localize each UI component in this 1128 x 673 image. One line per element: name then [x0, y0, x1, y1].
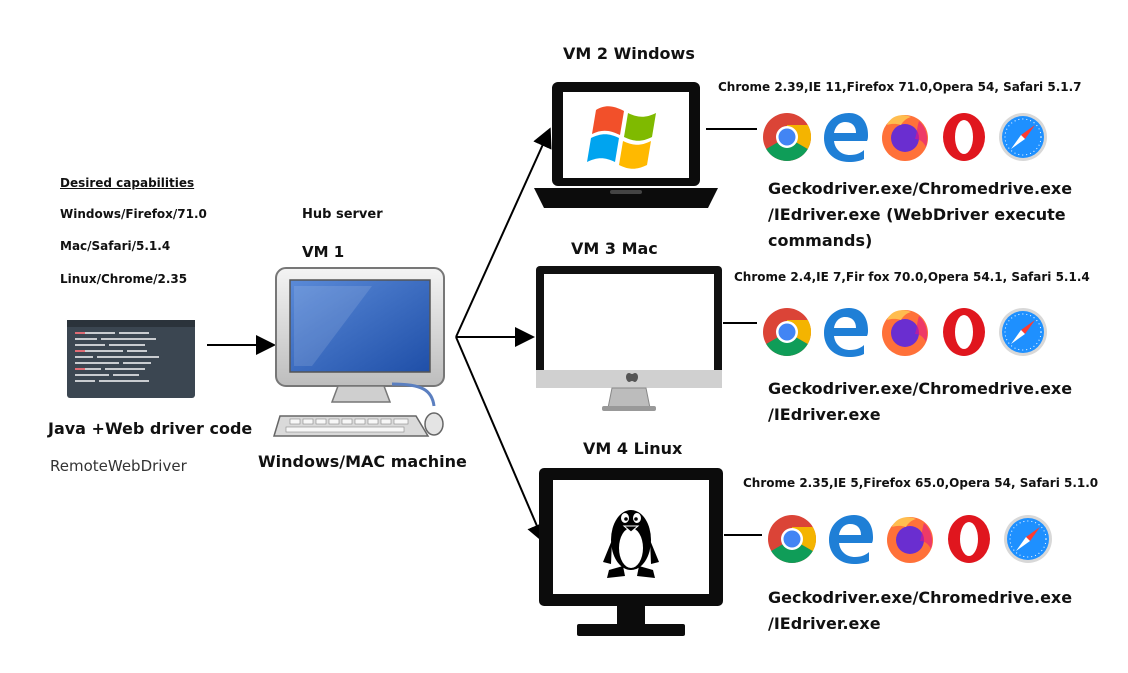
linux-monitor-icon: [539, 468, 723, 636]
browser-row-vm2: [761, 111, 1049, 163]
opera-icon: [943, 308, 985, 356]
driver-line: Geckodriver.exe/Chromedrive.exe: [768, 588, 1073, 607]
driver-line: commands): [768, 231, 873, 250]
imac-icon: [536, 266, 722, 411]
browser-row-vm3: [761, 306, 1049, 358]
ie-edge-icon: [824, 308, 868, 357]
node-versions-vm2: Chrome 2.39,IE 11,Firefox 71.0,Opera 54,…: [718, 80, 1082, 94]
code-editor-icon: [67, 320, 195, 398]
capabilities-heading: Desired capabilities: [60, 176, 195, 190]
arrow-hub-to-vm4: [455, 336, 546, 544]
safari-icon: [999, 113, 1047, 161]
node-title-vm3: VM 3 Mac: [571, 239, 658, 258]
node-drivers-vm3: Geckodriver.exe/Chromedrive.exe /IEdrive…: [768, 376, 1073, 428]
chrome-icon: [768, 515, 817, 564]
safari-icon: [999, 308, 1047, 356]
tux-icon: [603, 510, 659, 578]
browser-row-vm4: [766, 513, 1054, 565]
ie-edge-icon: [829, 515, 873, 564]
node-title-vm4: VM 4 Linux: [583, 439, 683, 458]
windows-logo-icon: [587, 106, 656, 169]
hub-label: Hub server: [302, 207, 383, 222]
windows-laptop-icon: [534, 82, 718, 208]
arrow-hub-to-vm2: [455, 127, 552, 338]
chrome-icon: [763, 113, 812, 162]
node-versions-vm4: Chrome 2.35,IE 5,Firefox 65.0,Opera 54, …: [743, 476, 1099, 490]
capability-item: Mac/Safari/5.1.4: [60, 239, 171, 253]
ie-edge-icon: [824, 113, 868, 162]
hub-machine-label: Windows/MAC machine: [258, 452, 467, 471]
chrome-icon: [763, 308, 812, 357]
capability-item: Linux/Chrome/2.35: [60, 272, 188, 286]
driver-line: /IEdriver.exe: [768, 614, 881, 633]
client-subtitle: RemoteWebDriver: [50, 457, 187, 475]
node-drivers-vm2: Geckodriver.exe/Chromedrive.exe /IEdrive…: [768, 176, 1073, 254]
client-title: Java +Web driver code: [48, 419, 253, 438]
desktop-computer-icon: [272, 267, 445, 437]
node-title-vm2: VM 2 Windows: [563, 44, 695, 63]
hub-vm-label: VM 1: [302, 243, 345, 261]
node-versions-vm3: Chrome 2.4,IE 7,Fir fox 70.0,Opera 54.1,…: [734, 270, 1090, 284]
firefox-icon: [882, 310, 928, 356]
opera-icon: [948, 515, 990, 563]
opera-icon: [943, 113, 985, 161]
driver-line: Geckodriver.exe/Chromedrive.exe: [768, 179, 1073, 198]
driver-line: Geckodriver.exe/Chromedrive.exe: [768, 379, 1073, 398]
firefox-icon: [887, 517, 933, 563]
driver-line: /IEdriver.exe (WebDriver execute: [768, 205, 1066, 224]
node-drivers-vm4: Geckodriver.exe/Chromedrive.exe /IEdrive…: [768, 585, 1073, 637]
firefox-icon: [882, 115, 928, 161]
driver-line: /IEdriver.exe: [768, 405, 881, 424]
capability-item: Windows/Firefox/71.0: [60, 207, 207, 221]
safari-icon: [1004, 515, 1052, 563]
